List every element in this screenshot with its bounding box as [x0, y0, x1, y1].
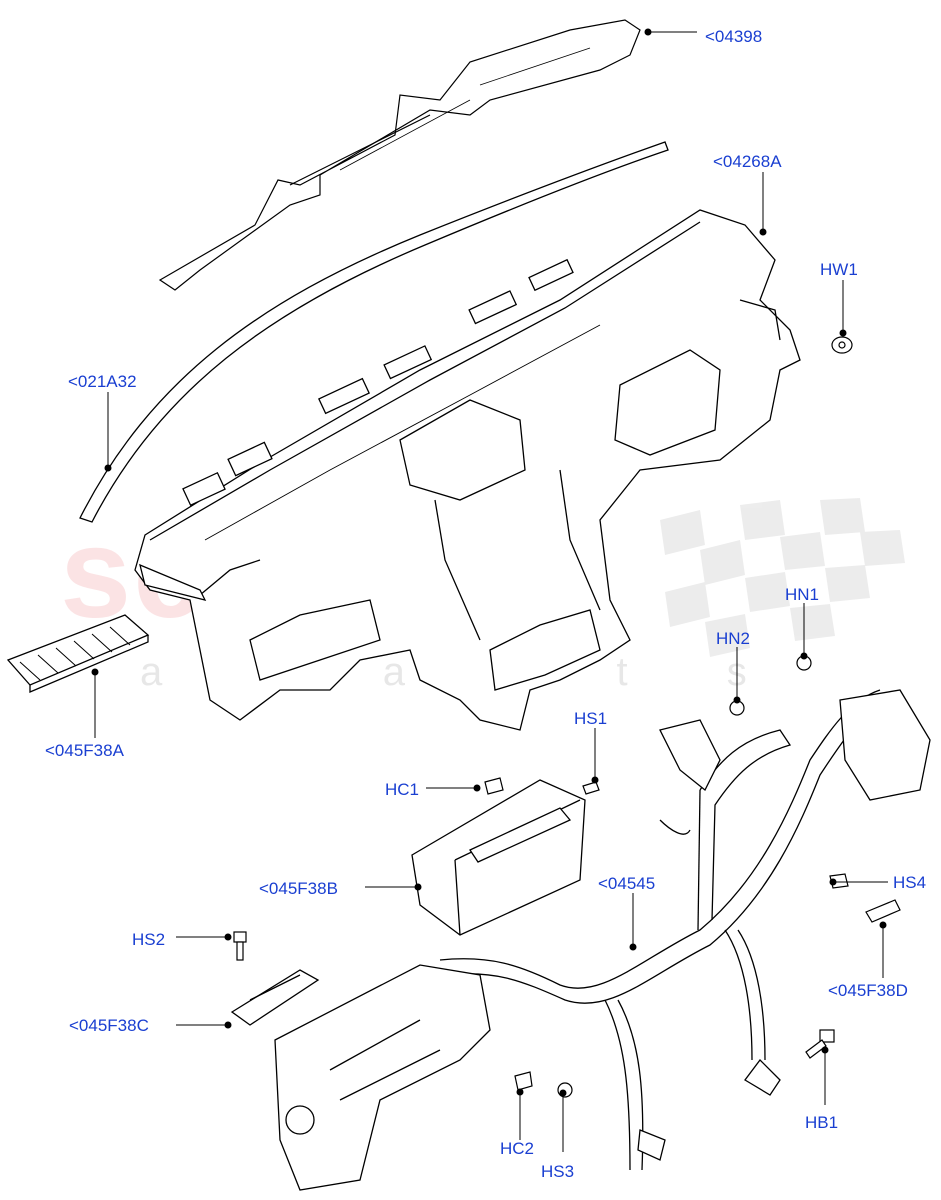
label-hs4[interactable]: HS4	[893, 873, 927, 892]
bracket-045f38b[interactable]	[411, 779, 586, 936]
watermark-flag-icon	[660, 498, 905, 657]
fastener-hs2-icon	[233, 931, 247, 961]
label-hb1[interactable]: HB1	[805, 1113, 839, 1132]
label-04268a[interactable]: <04268A	[713, 152, 782, 171]
label-hn2[interactable]: HN2	[716, 629, 751, 648]
cross-car-beam-04545[interactable]	[274, 689, 931, 1191]
leader-lines	[91, 28, 888, 1152]
label-hs1[interactable]: HS1	[574, 709, 608, 728]
fastener-hw1-icon	[831, 336, 853, 354]
top-trim-04398[interactable]	[158, 19, 641, 291]
label-04398[interactable]: <04398	[705, 27, 763, 46]
clip-045f38d[interactable]	[865, 899, 901, 923]
label-hs2[interactable]: HS2	[132, 930, 166, 949]
grille-045f38a[interactable]	[6, 614, 150, 693]
label-045f38d[interactable]: <045F38D	[828, 981, 908, 1000]
label-hc1[interactable]: HC1	[385, 780, 420, 799]
fastener-hs1-icon	[582, 781, 600, 795]
label-045f38a[interactable]: <045F38A	[45, 741, 124, 760]
label-021a32[interactable]: <021A32	[68, 372, 137, 391]
label-045f38b[interactable]: <045F38B	[259, 879, 338, 898]
label-045f38c[interactable]: <045F38C	[69, 1016, 149, 1035]
strip-021a32[interactable]	[79, 141, 669, 523]
label-hw1[interactable]: HW1	[820, 260, 858, 279]
label-04545[interactable]: <04545	[598, 874, 656, 893]
fastener-hb1-icon	[805, 1029, 835, 1059]
bracket-045f38c[interactable]	[230, 969, 320, 1026]
label-hs3[interactable]: HS3	[541, 1162, 575, 1181]
label-hn1[interactable]: HN1	[785, 585, 820, 604]
dashboard-panel[interactable]	[134, 209, 801, 731]
fastener-hc2-icon	[514, 1071, 533, 1091]
label-hc2[interactable]: HC2	[500, 1139, 535, 1158]
fastener-hc1-icon	[484, 777, 504, 795]
